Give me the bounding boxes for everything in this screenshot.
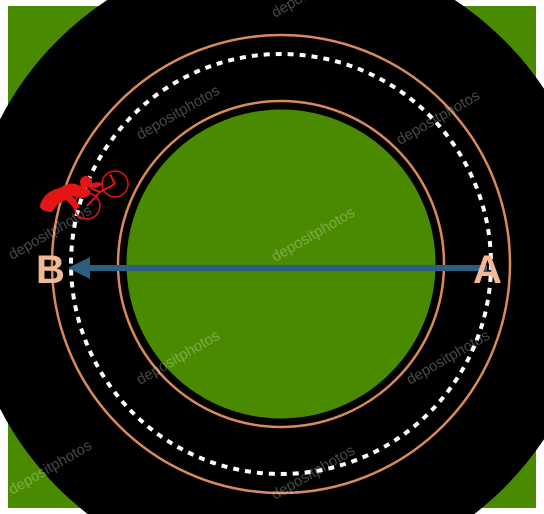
point-a-label: A <box>473 248 502 292</box>
point-b-label: B <box>36 248 65 292</box>
